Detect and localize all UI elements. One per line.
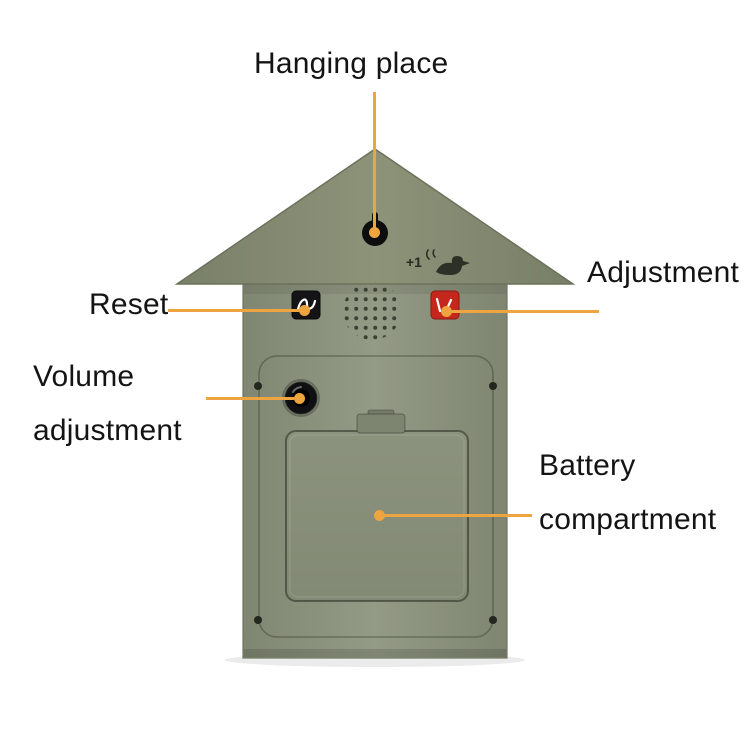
leader-dot-adjustment (441, 306, 452, 317)
hanging-place-label: Hanging place (254, 47, 449, 80)
leader-line-hanging-place (373, 92, 376, 230)
battery-compartment-label-line1: Battery (539, 449, 636, 482)
leader-dot-volume (294, 393, 305, 404)
screw-bottom-right (489, 616, 497, 624)
back-panel-seam (258, 355, 494, 638)
battery-compartment-label-line2: compartment (539, 503, 717, 536)
volume-adjustment-label-line1: Volume (33, 360, 135, 393)
leader-dot-reset (299, 305, 310, 316)
squiggle-icon (296, 298, 317, 311)
reset-label: Reset (89, 288, 169, 321)
leader-line-reset (168, 309, 302, 312)
bird-icon (425, 249, 470, 275)
body-bottom-shade (244, 649, 506, 657)
adjustment-label: Adjustment (587, 256, 740, 289)
leader-line-adjustment (452, 310, 599, 313)
leader-line-battery (380, 514, 532, 517)
leader-line-volume (206, 397, 294, 400)
screw-top-right (489, 382, 497, 390)
leader-dot-hanging-place (369, 227, 380, 238)
leader-dot-battery (374, 510, 385, 521)
screw-top-left (254, 382, 262, 390)
battery-door-latch (356, 409, 406, 434)
plus-one-marking: +1 (406, 254, 422, 270)
screw-bottom-left (254, 616, 262, 624)
volume-adjustment-label-line2: adjustment (33, 414, 182, 447)
speaker-grille (343, 282, 401, 340)
sound-marks-icon (425, 249, 436, 260)
